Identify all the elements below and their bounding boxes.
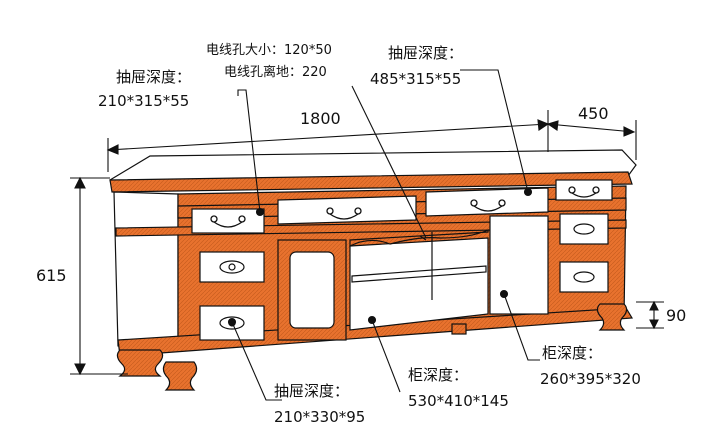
top-slab-edge (109, 171, 633, 193)
cable-hole-height-label: 电线孔离地：220 (224, 65, 327, 80)
cabinet-open-title: 柜深度： (408, 366, 469, 384)
leg-front-left (116, 349, 164, 377)
top-drawers (191, 179, 613, 234)
drawer-handles (210, 186, 600, 228)
drawer-left-bottom (199, 305, 265, 341)
shelf (351, 265, 487, 283)
drawer-top-center-left (277, 195, 417, 225)
right-door (489, 215, 549, 315)
right-drawers (559, 213, 609, 293)
drawer-center-value: 485*315*55 (370, 70, 462, 88)
leg-front-mid (162, 361, 198, 391)
drawer-top-left (191, 208, 265, 234)
dimension-lines (70, 110, 664, 376)
left-side-panel (113, 191, 179, 351)
drawer-bottom-title: 抽屉深度： (274, 382, 350, 400)
drawer-top-right (555, 179, 613, 201)
leg-back-right (596, 303, 628, 331)
drawer-left-value: 210*315*55 (98, 92, 190, 110)
leg-block-a (451, 323, 467, 335)
drawer-left-title: 抽屉深度： (116, 68, 192, 86)
legs (116, 303, 628, 391)
open-compartment (349, 229, 489, 331)
dimension-height-label: 615 (36, 266, 67, 285)
cabinet-right-title: 柜深度： (542, 344, 603, 362)
drawer-center-title: 抽屉深度： (388, 44, 464, 62)
cabinet-open-value: 530*410*145 (408, 392, 509, 410)
drawer-top-center (425, 187, 549, 217)
dimension-width-label: 1800 (300, 109, 341, 128)
cabinet-right-value: 260*395*320 (540, 370, 641, 388)
left-door (277, 239, 347, 341)
callout-leaders (227, 69, 540, 401)
dimension-depth-label: 450 (578, 104, 609, 123)
dimension-leg-label: 90 (666, 306, 687, 325)
drawer-bottom-value: 210*330*95 (274, 408, 366, 426)
cable-hole-size-label: 电线孔大小：120*50 (206, 43, 332, 58)
